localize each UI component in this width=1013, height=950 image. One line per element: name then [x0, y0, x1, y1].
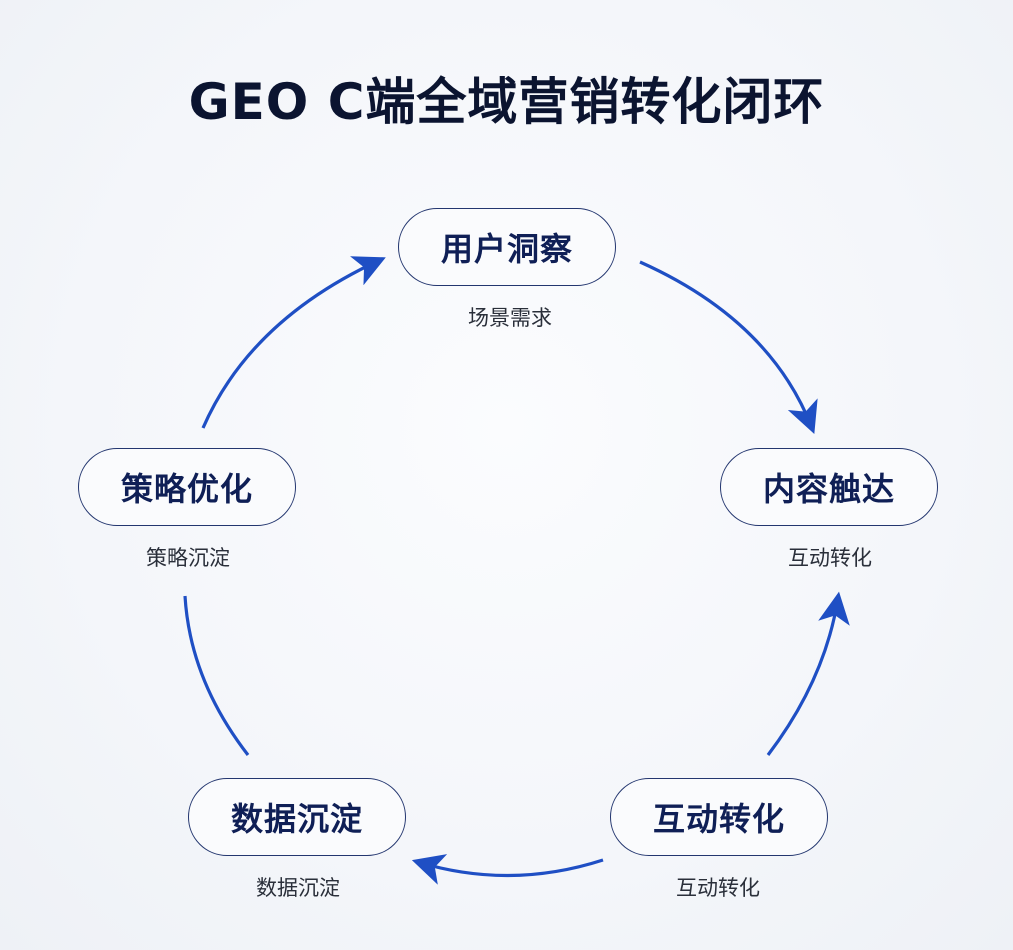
arrow-bottomright-to-bottomleft [411, 854, 604, 885]
node-content-reach: 内容触达 [720, 448, 938, 526]
node-user-insight: 用户洞察 [398, 208, 616, 286]
node-interaction-conversion: 互动转化 [610, 778, 828, 856]
arrow-left-to-top [201, 256, 386, 429]
caption-user-insight: 场景需求 [468, 306, 552, 330]
node-data-accumulation: 数据沉淀 [188, 778, 406, 856]
arrow-top-to-right [639, 260, 818, 434]
caption-data-accumulation: 数据沉淀 [256, 876, 340, 900]
node-strategy-optimization: 策略优化 [78, 448, 296, 526]
caption-strategy-optimization: 策略沉淀 [146, 546, 230, 570]
caption-interaction-conversion: 互动转化 [676, 876, 760, 900]
arrow-bottomright-to-right [766, 591, 850, 756]
arrow-bottomleft-to-left [183, 595, 250, 756]
diagram-title: GEO C端全域营销转化闭环 [188, 73, 825, 131]
caption-content-reach: 互动转化 [788, 546, 872, 570]
